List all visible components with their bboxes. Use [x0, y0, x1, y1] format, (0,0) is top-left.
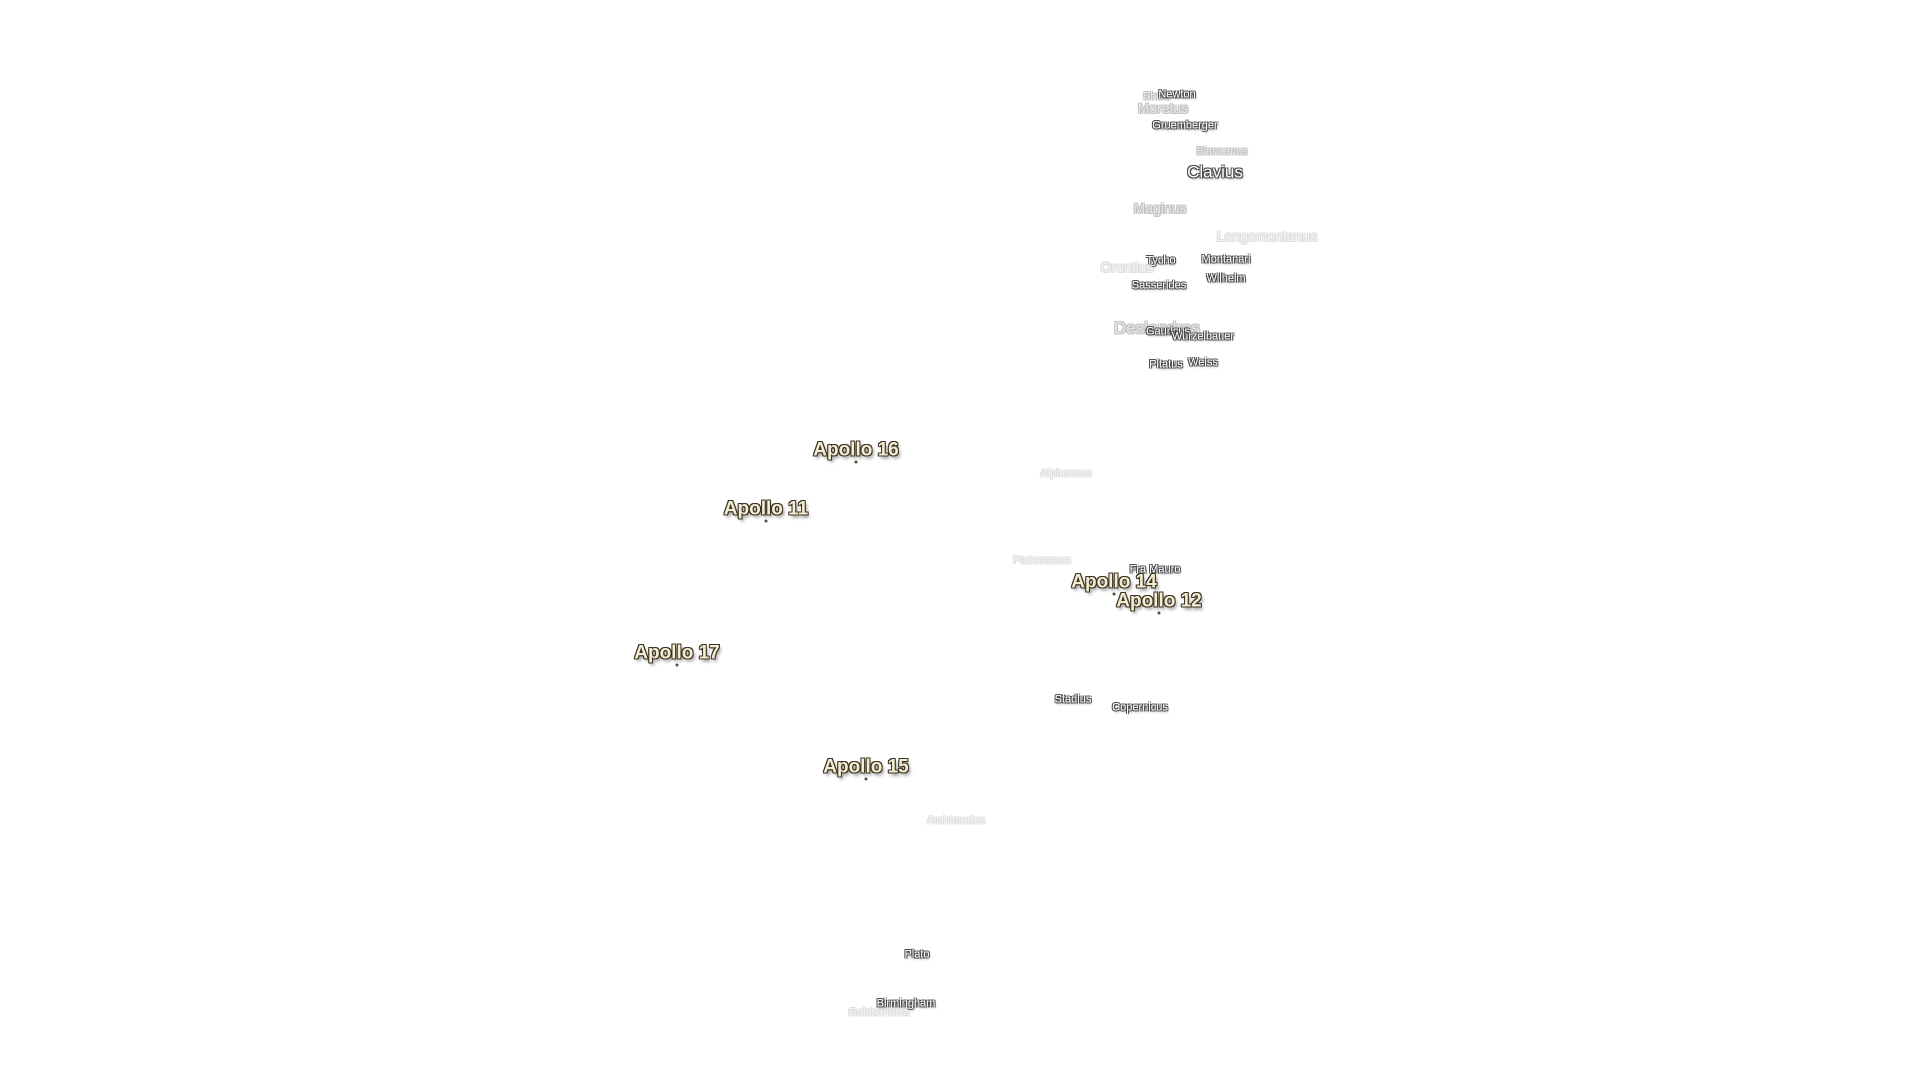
apollo-11-label[interactable]: Apollo 11 [723, 498, 809, 520]
crater-label-plato: Plato [904, 948, 930, 961]
apollo-14-marker[interactable] [1112, 592, 1116, 596]
crater-label-archimedes: Archimedes [926, 814, 986, 827]
apollo-11-marker[interactable] [764, 519, 768, 523]
crater-label-ptolemaeus: Ptolemaeus [1012, 554, 1072, 567]
crater-label-clavius: Clavius [1187, 162, 1243, 182]
crater-label-copernicus: Copernicus [1112, 701, 1168, 714]
crater-label-wurzelbauer: Wurzelbauer [1171, 330, 1235, 343]
crater-label-birmingham: Birmingham [876, 997, 936, 1010]
crater-label-orontius: Orontius [1100, 259, 1154, 275]
crater-label-alphonsus: Alphonsus [1040, 467, 1092, 480]
crater-label-gruemberger: Gruemberger [1152, 119, 1218, 132]
crater-label-newton: Newton [1158, 88, 1196, 101]
apollo-17-marker[interactable] [675, 663, 679, 667]
crater-label-tycho: Tycho [1146, 254, 1176, 267]
apollo-16-marker[interactable] [854, 460, 858, 464]
crater-label-weiss: Weiss [1188, 356, 1218, 369]
apollo-12-label[interactable]: Apollo 12 [1116, 590, 1202, 612]
apollo-17-label[interactable]: Apollo 17 [634, 642, 720, 664]
crater-label-stadius: Stadius [1054, 693, 1092, 706]
crater-label-longomontanus: Longomontanus [1216, 228, 1318, 244]
crater-label-maginus: Maginus [1133, 200, 1187, 216]
apollo-15-label[interactable]: Apollo 15 [823, 756, 909, 778]
crater-label-gauricus: Gauricus [1145, 325, 1191, 338]
crater-label-montanari: Montanari [1201, 253, 1251, 266]
crater-label-blancanus: Blancanus [1196, 145, 1248, 158]
crater-label-moretus: Moretus [1137, 100, 1189, 116]
crater-label-fra-mauro: Fra Mauro [1129, 563, 1181, 576]
crater-label-short: Short [1142, 90, 1170, 103]
apollo-15-marker[interactable] [864, 777, 868, 781]
crater-label-pitatus: Pitatus [1149, 358, 1183, 371]
apollo-16-label[interactable]: Apollo 16 [813, 439, 899, 461]
apollo-12-marker[interactable] [1157, 611, 1161, 615]
crater-label-wilhelm: Wilhelm [1206, 272, 1246, 285]
apollo-14-label[interactable]: Apollo 14 [1071, 571, 1157, 593]
crater-label-sasserides: Sasserides [1131, 279, 1187, 292]
crater-label-deslandres: Deslandres [1114, 318, 1200, 338]
crater-label-goldschmidt: Goldschmidt [848, 1006, 910, 1019]
